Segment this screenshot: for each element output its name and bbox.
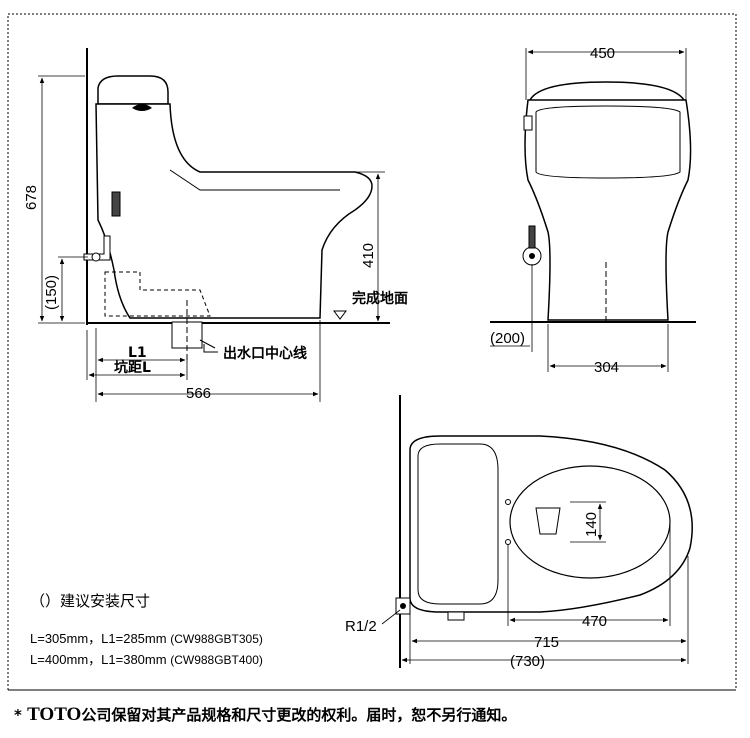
dim-length: 715 [534, 634, 559, 651]
notes-line-1-model: (CW988GBT305) [170, 632, 263, 646]
dim-inlet-offset: (200) [490, 330, 525, 347]
notes-line-1: L=305mm，L1=285mm (CW988GBT305) [30, 628, 263, 647]
dim-L1: L1 [128, 345, 147, 361]
label-inlet-thread: R1/2 [345, 618, 377, 635]
footer-disclaimer: * TOTO公司保留对其产品规格和尺寸更改的权利。届时，恕不另行通知。 [14, 704, 516, 726]
dim-base-width: 304 [594, 359, 619, 376]
dim-depth: 566 [186, 385, 211, 402]
drain-outline [104, 271, 211, 317]
dim-width: 450 [590, 45, 615, 62]
flush-lever-icon [132, 104, 152, 111]
footer-asterisk: * [14, 706, 22, 724]
angle-valve-icon [83, 235, 111, 261]
brand-name: TOTO [27, 704, 82, 725]
dim-length-alt: (730) [510, 653, 545, 670]
toilet-body [95, 103, 373, 319]
dim-bowl: 140 [583, 512, 600, 537]
front-view: 450 (200) 304 [490, 45, 696, 376]
tank-lid [97, 75, 169, 105]
notes-title: （）建议安装尺寸 [30, 592, 151, 610]
dim-height-total: 678 [23, 185, 40, 210]
side-view: 678 (150) 410 完成地面 出水口中心线 L1 坑距L 566 [23, 48, 408, 402]
notes-line-1-dims: L=305mm，L1=285mm [30, 631, 167, 646]
dim-470: 470 [582, 613, 607, 630]
dim-rough-in: 坑距L [114, 359, 151, 376]
notes-line-2: L=400mm，L1=380mm (CW988GBT400) [30, 649, 263, 668]
notes-line-2-dims: L=400mm，L1=380mm [30, 652, 167, 667]
supply-hose [111, 191, 121, 217]
top-view: 140 R1/2 470 715 (730) [345, 395, 693, 670]
dim-seat-height: 410 [360, 243, 377, 268]
label-floor: 完成地面 [352, 290, 408, 307]
label-outlet-center: 出水口中心线 [223, 345, 307, 362]
footer-text: 公司保留对其产品规格和尺寸更改的权利。届时，恕不另行通知。 [81, 706, 517, 724]
notes-line-2-model: (CW988GBT400) [170, 653, 263, 667]
dim-inlet-height: (150) [43, 275, 60, 310]
